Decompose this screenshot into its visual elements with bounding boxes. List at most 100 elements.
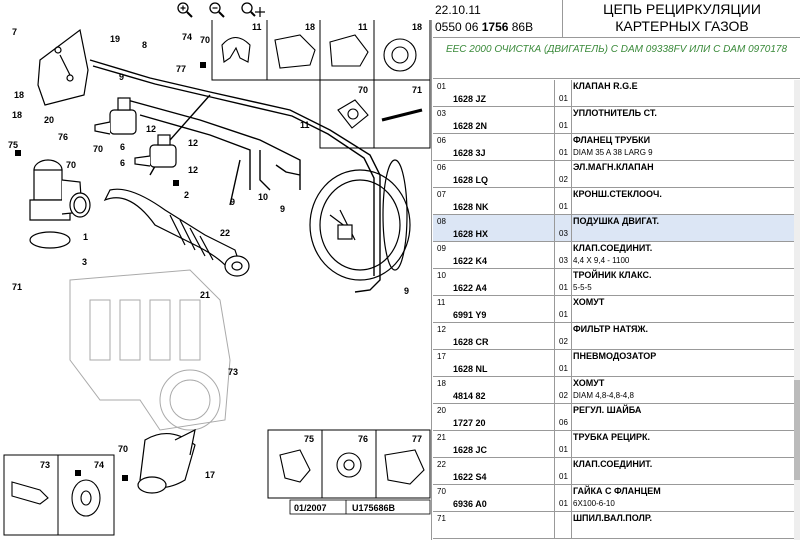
zoom-in-icon[interactable] bbox=[176, 1, 194, 19]
part-reference: 1622 K4 bbox=[453, 256, 488, 266]
part-reference: 1628 CR bbox=[453, 337, 489, 347]
part-index: 20 bbox=[437, 406, 446, 415]
part-description: ТРУБКА РЕЦИРК. bbox=[573, 432, 650, 442]
svg-text:70: 70 bbox=[93, 144, 103, 154]
part-quantity: 01 bbox=[559, 364, 568, 373]
part-quantity: 01 bbox=[559, 121, 568, 130]
callout-labels: 7 19 8 74 70 77 9 18 18 20 76 75 12 70 6… bbox=[8, 27, 409, 480]
part-index: 10 bbox=[437, 271, 446, 280]
zoom-pan-icon[interactable] bbox=[240, 1, 266, 19]
part-index: 06 bbox=[437, 136, 446, 145]
part-description: ФИЛЬТР НАТЯЖ. bbox=[573, 324, 649, 334]
inset-panel-fasteners bbox=[267, 429, 431, 499]
part-index: 18 bbox=[437, 379, 446, 388]
svg-text:8: 8 bbox=[142, 40, 147, 50]
svg-text:73: 73 bbox=[228, 367, 238, 377]
svg-text:9: 9 bbox=[119, 72, 124, 82]
scrollbar[interactable] bbox=[794, 80, 800, 540]
svg-text:22: 22 bbox=[220, 228, 230, 238]
svg-text:71: 71 bbox=[12, 282, 22, 292]
svg-text:11: 11 bbox=[300, 120, 310, 130]
svg-text:18: 18 bbox=[12, 110, 22, 120]
svg-text:11: 11 bbox=[358, 22, 368, 32]
part-index: 01 bbox=[437, 82, 446, 91]
part-reference: 1628 LQ bbox=[453, 175, 489, 185]
parts-header: 22.10.11 0550 06 1756 86B ЦЕПЬ РЕЦИРКУЛЯ… bbox=[433, 0, 800, 38]
scrollbar-thumb[interactable] bbox=[794, 380, 800, 480]
part-reference: 1628 NK bbox=[453, 202, 489, 212]
part-reference: 1622 A4 bbox=[453, 283, 487, 293]
part-quantity: 02 bbox=[559, 337, 568, 346]
part-quantity: 01 bbox=[559, 148, 568, 157]
part-quantity: 01 bbox=[559, 472, 568, 481]
svg-text:70: 70 bbox=[66, 160, 76, 170]
zoom-out-icon[interactable] bbox=[208, 1, 226, 19]
part-index: 70 bbox=[437, 487, 446, 496]
parts-diagram-pane: 7 19 8 74 70 77 9 18 18 20 76 75 12 70 6… bbox=[3, 0, 432, 540]
table-row[interactable]: 71 ШПИЛ.ВАЛ.ПОЛР. bbox=[433, 512, 800, 539]
applicability-note: EEC 2000 ОЧИСТКА (ДВИГАТЕЛЬ) С DAM 09338… bbox=[433, 39, 800, 79]
svg-text:12: 12 bbox=[146, 124, 156, 134]
part-quantity: 01 bbox=[559, 310, 568, 319]
part-description: ПОДУШКА ДВИГАТ. bbox=[573, 216, 659, 226]
svg-text:3: 3 bbox=[82, 257, 87, 267]
svg-text:6: 6 bbox=[120, 142, 125, 152]
clip-drawing-18a bbox=[274, 34, 316, 69]
diagram-reference: U175686B bbox=[352, 503, 396, 513]
svg-text:11: 11 bbox=[252, 22, 262, 32]
svg-text:2: 2 bbox=[184, 190, 189, 200]
part-quantity: 01 bbox=[559, 94, 568, 103]
part-description: ПНЕВМОДОЗАТОР bbox=[573, 351, 657, 361]
inset-panel-clips bbox=[211, 17, 431, 149]
table-row[interactable]: 03 1628 2N 01 УПЛОТНИТЕЛЬ СТ. bbox=[433, 107, 800, 134]
part-description: ШПИЛ.ВАЛ.ПОЛР. bbox=[573, 513, 652, 523]
part-reference: 1628 NL bbox=[453, 364, 488, 374]
part-quantity: 01 bbox=[559, 283, 568, 292]
part-reference: 6936 A0 bbox=[453, 499, 487, 509]
part-index: 03 bbox=[437, 109, 446, 118]
table-row[interactable]: 06 1628 3J 01 ФЛАНЕЦ ТРУБКИ DIAM 35 A 38 LAR… bbox=[433, 134, 800, 161]
part-index: 21 bbox=[437, 433, 446, 442]
part-description: ФЛАНЕЦ ТРУБКИ bbox=[573, 135, 651, 145]
stud-drawing-71 bbox=[381, 108, 423, 122]
part-quantity: 02 bbox=[559, 391, 568, 400]
part-reference: 1727 20 bbox=[453, 418, 486, 428]
part-description: УПЛОТНИТЕЛЬ СТ. bbox=[573, 108, 657, 118]
part-spec: DIAM 4,8-4,8-4,8 bbox=[573, 391, 634, 400]
part-index: 71 bbox=[437, 514, 446, 523]
part-description: КЛАП.СОЕДИНИТ. bbox=[573, 243, 653, 253]
svg-text:18: 18 bbox=[412, 22, 422, 32]
part-quantity: 01 bbox=[559, 499, 568, 508]
egr-valve-1 bbox=[29, 159, 83, 249]
part-reference: 1628 3J bbox=[453, 148, 486, 158]
part-spec: DIAM 35 A 38 LARG 9 bbox=[573, 148, 653, 157]
part-index: 11 bbox=[437, 298, 446, 307]
svg-text:1: 1 bbox=[83, 232, 88, 242]
pneumatic-actuator-17 bbox=[137, 428, 196, 494]
svg-text:20: 20 bbox=[44, 115, 54, 125]
svg-text:70: 70 bbox=[358, 85, 368, 95]
part-reference: 1628 2N bbox=[453, 121, 488, 131]
catalog-code: 0550 06 1756 86B bbox=[435, 20, 534, 34]
part-description: ХОМУТ bbox=[573, 378, 605, 388]
parts-list-pane: 22.10.11 0550 06 1756 86B ЦЕПЬ РЕЦИРКУЛЯ… bbox=[433, 0, 800, 540]
svg-text:12: 12 bbox=[188, 138, 198, 148]
screw-drawing-75 bbox=[279, 449, 311, 483]
svg-text:71: 71 bbox=[412, 85, 422, 95]
vacuum-tube-9 bbox=[89, 59, 381, 293]
